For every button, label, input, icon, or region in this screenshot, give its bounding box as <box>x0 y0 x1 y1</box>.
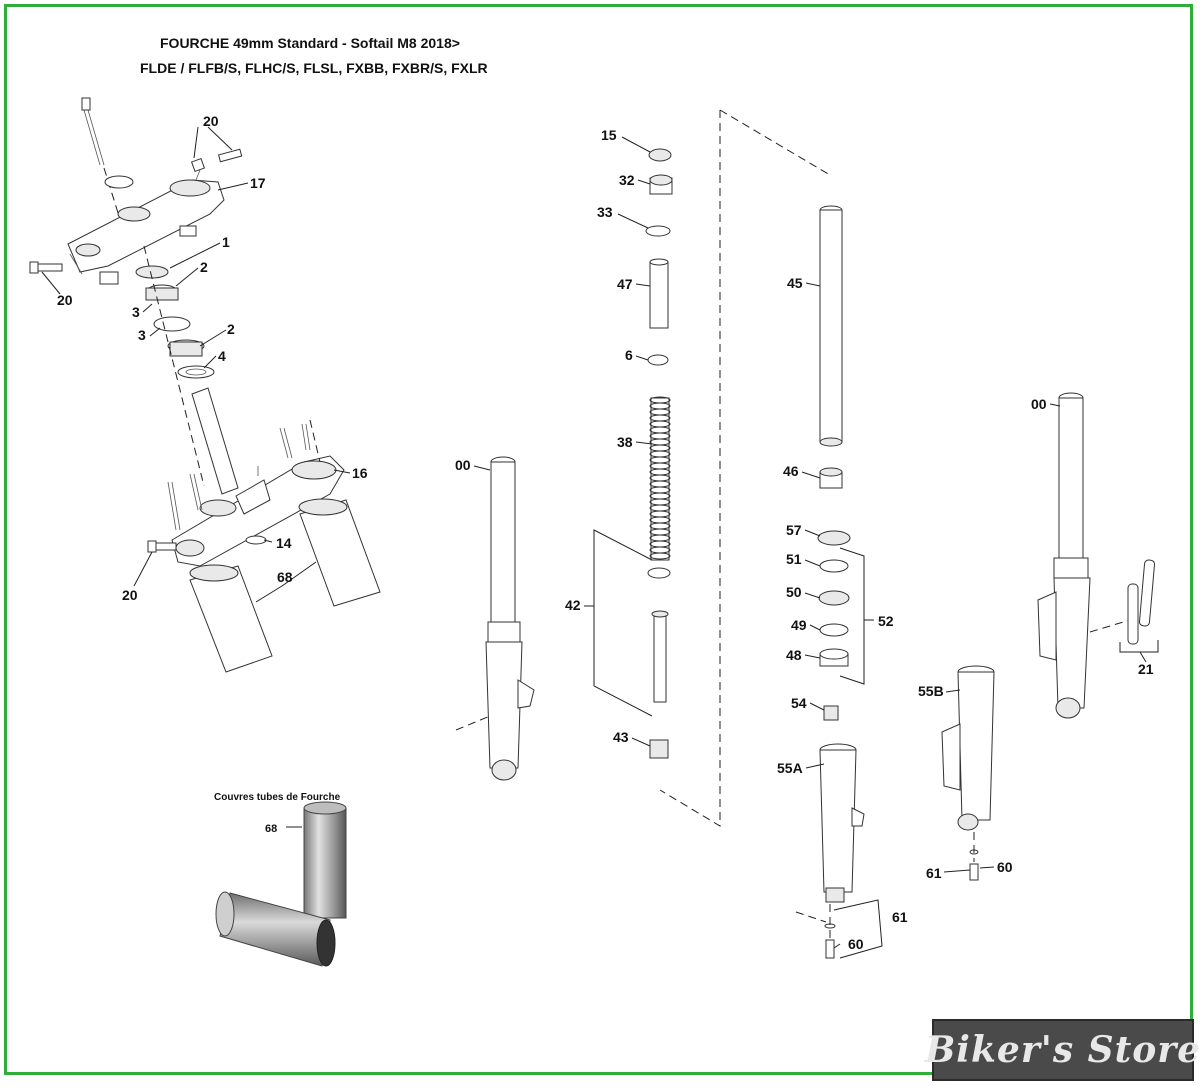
upper-triple-clamp <box>67 179 225 285</box>
callout-17: 17 <box>250 175 266 191</box>
callout-48: 48 <box>786 647 802 663</box>
part-38-spring <box>649 396 671 561</box>
callout-38: 38 <box>617 434 633 450</box>
callout-4: 4 <box>218 348 226 364</box>
callout-3: 3 <box>132 304 140 320</box>
callout-00: 00 <box>1031 396 1047 412</box>
callout-57: 57 <box>786 522 802 538</box>
callout-15: 15 <box>601 127 617 143</box>
callout-14: 14 <box>276 535 292 551</box>
callout-00: 00 <box>455 457 471 473</box>
callout-2: 2 <box>227 321 235 337</box>
callout-68-photo: 68 <box>265 823 277 835</box>
part-55A-slider <box>819 749 857 893</box>
part-33-oring <box>645 225 671 237</box>
callout-55A: 55A <box>777 760 803 776</box>
callout-3: 3 <box>138 327 146 343</box>
callout-42: 42 <box>565 597 581 613</box>
part-49-washer <box>819 623 849 637</box>
callout-60: 60 <box>848 936 864 952</box>
callout-61: 61 <box>892 909 908 925</box>
covers-caption: Couvres tubes de Fourche <box>214 792 341 803</box>
steering-bearings <box>135 265 215 379</box>
callout-49: 49 <box>791 617 807 633</box>
callout-45: 45 <box>787 275 803 291</box>
top-washer <box>104 175 134 189</box>
part-42-ring <box>647 567 671 579</box>
callout-20: 20 <box>57 292 73 308</box>
callout-labels: 20 17 1 2 20 3 3 2 4 16 14 20 68 00 15 3… <box>57 113 1154 952</box>
fork-tube-column <box>795 205 883 959</box>
callout-33: 33 <box>597 204 613 220</box>
callout-32: 32 <box>619 172 635 188</box>
slider-55B <box>941 665 995 881</box>
part-6-washer <box>647 354 669 366</box>
part-21-reflector-a <box>1127 583 1139 645</box>
part-15-cap <box>648 148 672 162</box>
callout-43: 43 <box>613 729 629 745</box>
part-47-spacer <box>649 261 669 329</box>
part-42-damper-rod <box>653 613 667 703</box>
spring-coil <box>649 552 671 560</box>
part-43-spring <box>649 739 669 759</box>
pinch-bolts-top <box>190 148 243 181</box>
callout-21: 21 <box>1138 661 1154 677</box>
lower-triple-clamp <box>171 455 345 567</box>
callout-6: 6 <box>625 347 633 363</box>
callout-52: 52 <box>878 613 894 629</box>
callout-68: 68 <box>277 569 293 585</box>
bikers-store-logo: Biker's Store <box>925 1019 1200 1081</box>
callout-1: 1 <box>222 234 230 250</box>
steering-stem <box>191 387 239 495</box>
logo-text: Biker's Store <box>924 1029 1200 1071</box>
triple-tree-group <box>29 97 381 673</box>
callout-20: 20 <box>122 587 138 603</box>
pinch-bolt-left <box>29 261 63 274</box>
diagram-title: FOURCHE 49mm Standard - Softail M8 2018> <box>160 35 460 51</box>
callout-61: 61 <box>926 865 942 881</box>
callout-60: 60 <box>997 859 1013 875</box>
callout-47: 47 <box>617 276 633 292</box>
leader-lines <box>41 126 1061 949</box>
fork-covers-photo <box>215 801 347 967</box>
part-51-clip <box>819 559 849 573</box>
pinch-bolt-bottom <box>147 540 177 553</box>
fork-assembly-left <box>455 456 535 781</box>
callout-54: 54 <box>791 695 807 711</box>
callout-20: 20 <box>203 113 219 129</box>
page-border <box>4 4 1193 1075</box>
callout-16: 16 <box>352 465 368 481</box>
part-21-reflector-b <box>1138 559 1156 627</box>
callout-51: 51 <box>786 551 802 567</box>
callout-50: 50 <box>786 584 802 600</box>
lower-clamp-bolts <box>167 423 311 531</box>
callout-46: 46 <box>783 463 799 479</box>
top-bolt <box>81 97 125 233</box>
part-54-nut <box>823 705 839 721</box>
fork-assembly-right <box>1037 392 1159 719</box>
callout-2: 2 <box>200 259 208 275</box>
fork-tube-covers <box>189 498 381 673</box>
part-57-seal <box>817 530 851 546</box>
part-50-seal <box>818 590 850 606</box>
callout-55B: 55B <box>918 683 944 699</box>
diagram-subtitle: FLDE / FLFB/S, FLHC/S, FLSL, FXBB, FXBR/… <box>140 60 488 76</box>
fork-internals-column <box>584 109 831 827</box>
washer-14 <box>245 535 267 545</box>
part-45-fork-tube <box>819 209 843 443</box>
